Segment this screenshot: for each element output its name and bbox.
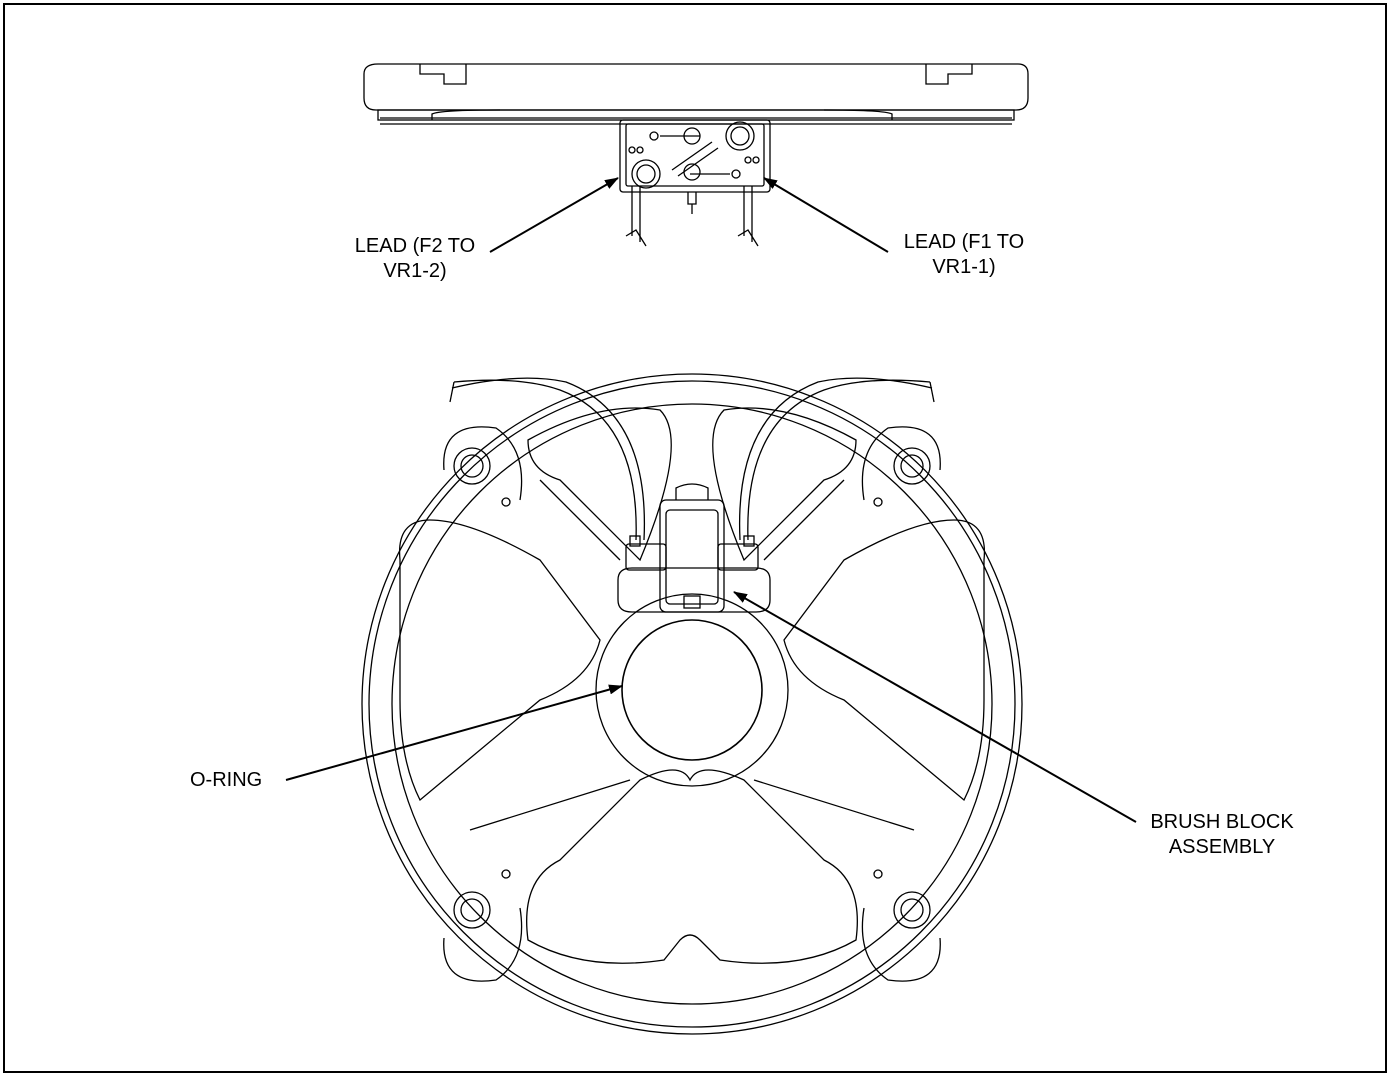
leader-lead-f1 xyxy=(763,177,889,253)
label-o-ring: O-RING xyxy=(190,768,286,793)
mounting-ear-top-left xyxy=(443,426,523,507)
mounting-ear-bottom-left xyxy=(443,869,523,982)
label-lead-f1-line1: LEAD (F1 TO xyxy=(903,231,1025,253)
drawing-border xyxy=(3,3,1387,1073)
label-lead-f2-line1: LEAD (F2 TO xyxy=(354,235,476,257)
o-ring xyxy=(621,619,763,761)
mounting-ear-top-right xyxy=(861,426,941,507)
label-lead-f1-line2: VR1-1) xyxy=(932,256,996,278)
label-brush-block-line2: ASSEMBLY xyxy=(1168,836,1276,858)
brush-block-top-view xyxy=(619,119,771,193)
label-o-ring-text: O-RING xyxy=(190,769,263,791)
label-lead-f1: LEAD (F1 TO VR1-1) xyxy=(886,230,1042,280)
end-bracket-front-view xyxy=(361,373,1023,1035)
leader-lead-f2 xyxy=(489,177,619,253)
end-bracket-side-view xyxy=(363,63,1029,247)
label-brush-block: BRUSH BLOCK ASSEMBLY xyxy=(1130,810,1314,860)
label-brush-block-line1: BRUSH BLOCK xyxy=(1150,811,1294,833)
label-lead-f2: LEAD (F2 TO VR1-2) xyxy=(338,234,492,284)
leader-o-ring xyxy=(285,684,623,781)
mounting-ear-bottom-right xyxy=(861,869,941,982)
leader-brush-block xyxy=(733,591,1137,823)
label-lead-f2-line2: VR1-2) xyxy=(383,260,447,282)
brush-block-assembly xyxy=(659,499,725,613)
